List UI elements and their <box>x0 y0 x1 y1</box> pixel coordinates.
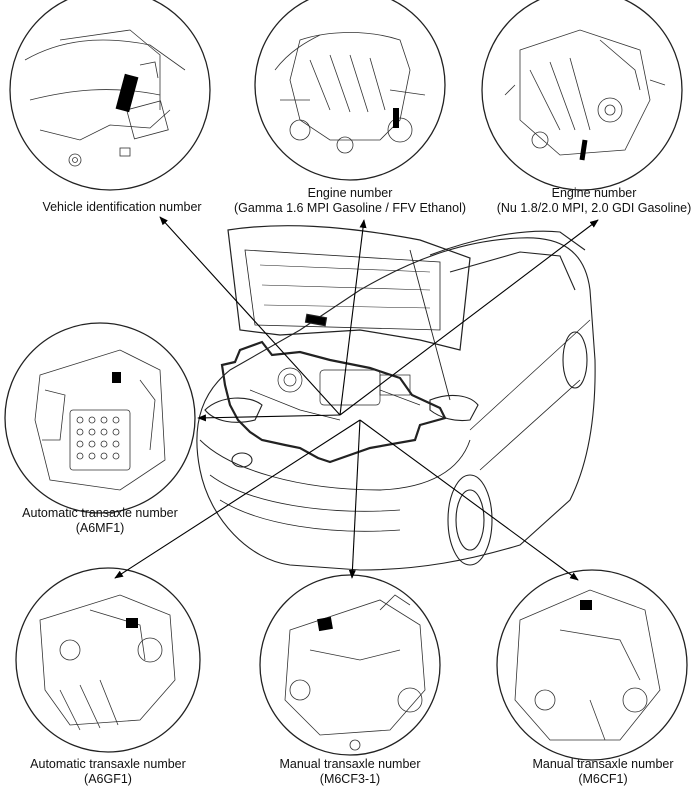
transaxle-m6cf3-1-label-line1: Manual transaxle number <box>279 757 421 771</box>
transaxle-a6mf1-label-line2: (A6MF1) <box>75 521 125 535</box>
pointer-arrows <box>114 216 599 581</box>
car-illustration <box>196 225 596 571</box>
engine-nu-detail-circle <box>481 0 683 191</box>
engine-nu-label-line2: (Nu 1.8/2.0 MPI, 2.0 GDI Gasoline) <box>496 201 692 215</box>
engine-nu-label-line1: Engine number <box>551 186 637 200</box>
transaxle-a6gf1-label-line1: Automatic transaxle number <box>30 757 186 771</box>
transaxle-m6cf3-1-label-line2: (M6CF3-1) <box>319 772 381 786</box>
transaxle-m6cf1-label-line1: Manual transaxle number <box>532 757 674 771</box>
transaxle-a6mf1-detail-circle <box>4 322 196 514</box>
transaxle-m6cf1-detail-circle <box>496 569 688 761</box>
transaxle-m6cf1-label: Manual transaxle number (M6CF1) <box>508 757 698 787</box>
transaxle-a6mf1-label-line1: Automatic transaxle number <box>22 506 178 520</box>
transaxle-m6cf3-1-detail-circle <box>259 574 441 756</box>
engine-gamma-label-line2: (Gamma 1.6 MPI Gasoline / FFV Ethanol) <box>233 201 467 215</box>
vin-label-line1: Vehicle identification number <box>42 200 202 214</box>
engine-nu-label: Engine number (Nu 1.8/2.0 MPI, 2.0 GDI G… <box>488 186 700 216</box>
transaxle-m6cf3-1-label: Manual transaxle number (M6CF3-1) <box>255 757 445 787</box>
transaxle-a6gf1-label: Automatic transaxle number (A6GF1) <box>8 757 208 787</box>
transaxle-m6cf1-label-line2: (M6CF1) <box>578 772 628 786</box>
transaxle-a6gf1-label-line2: (A6GF1) <box>84 772 132 786</box>
vin-detail-circle <box>9 0 211 191</box>
vin-label: Vehicle identification number <box>22 200 222 215</box>
transaxle-a6gf1-detail-circle <box>15 567 201 753</box>
engine-gamma-label-line1: Engine number <box>307 186 393 200</box>
transaxle-a6mf1-label: Automatic transaxle number (A6MF1) <box>0 506 200 536</box>
engine-gamma-detail-circle <box>254 0 446 181</box>
engine-gamma-label: Engine number (Gamma 1.6 MPI Gasoline / … <box>220 186 480 216</box>
